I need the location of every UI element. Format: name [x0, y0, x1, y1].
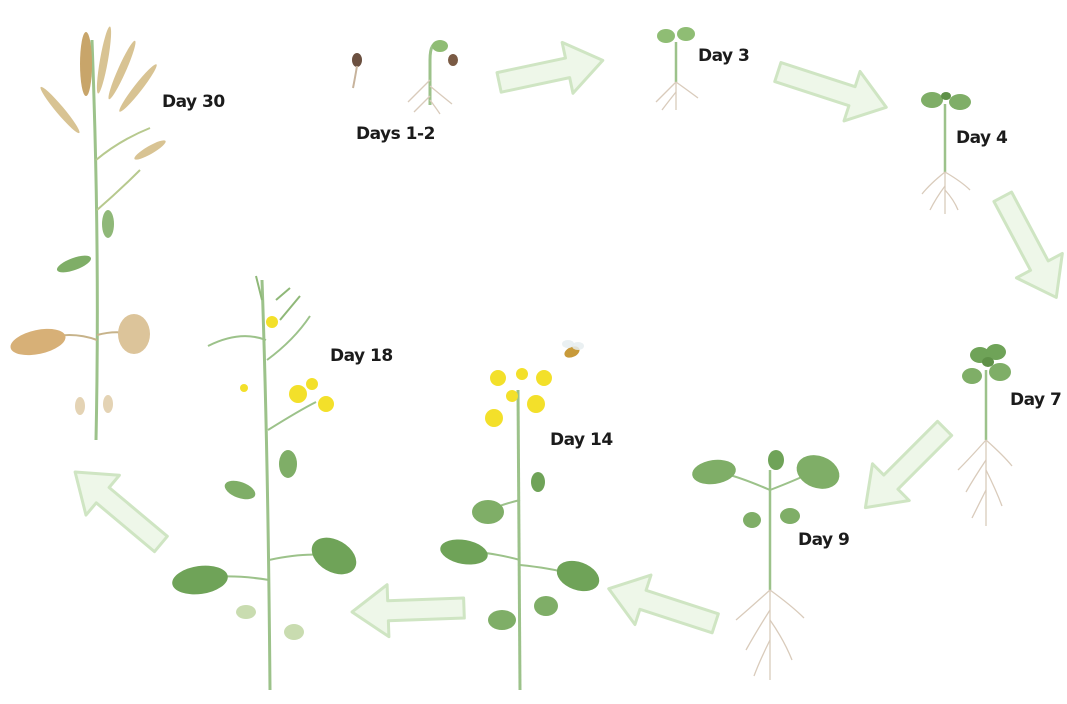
plant-days-1-2 [352, 40, 458, 114]
bee [562, 340, 584, 360]
arrow-day4-to-day7 [980, 185, 1067, 310]
arrow-days12-to-day3 [494, 35, 608, 108]
dry-leaf-right [118, 314, 150, 354]
label-day-3: Day 3 [698, 46, 749, 66]
plant-day-14 [438, 340, 603, 690]
label-day-4: Day 4 [956, 128, 1007, 148]
germinating-seedling [430, 43, 440, 105]
dry-seed-pods [38, 26, 168, 163]
flowers [240, 316, 334, 412]
label-day-9: Day 9 [798, 530, 849, 550]
dry-leaf-left [8, 324, 68, 359]
arrow-day3-to-day4 [770, 47, 894, 132]
plant-day-7 [958, 344, 1012, 526]
arrow-day18-to-day30 [58, 452, 177, 564]
plant-day-9 [691, 449, 845, 680]
plant-day-3 [656, 27, 698, 110]
label-day-18: Day 18 [330, 346, 393, 366]
plant-day-4 [921, 92, 971, 214]
arrow-day9-to-day14 [601, 564, 724, 648]
label-day-30: Day 30 [162, 92, 225, 112]
label-days-1-2: Days 1-2 [356, 124, 435, 144]
arrow-day7-to-day9 [847, 410, 963, 526]
seed [352, 53, 362, 67]
plant-day-18 [170, 276, 362, 690]
arrow-day14-to-day18 [351, 582, 465, 638]
label-day-7: Day 7 [1010, 390, 1061, 410]
label-day-14: Day 14 [550, 430, 613, 450]
plant-day-30 [8, 26, 167, 440]
